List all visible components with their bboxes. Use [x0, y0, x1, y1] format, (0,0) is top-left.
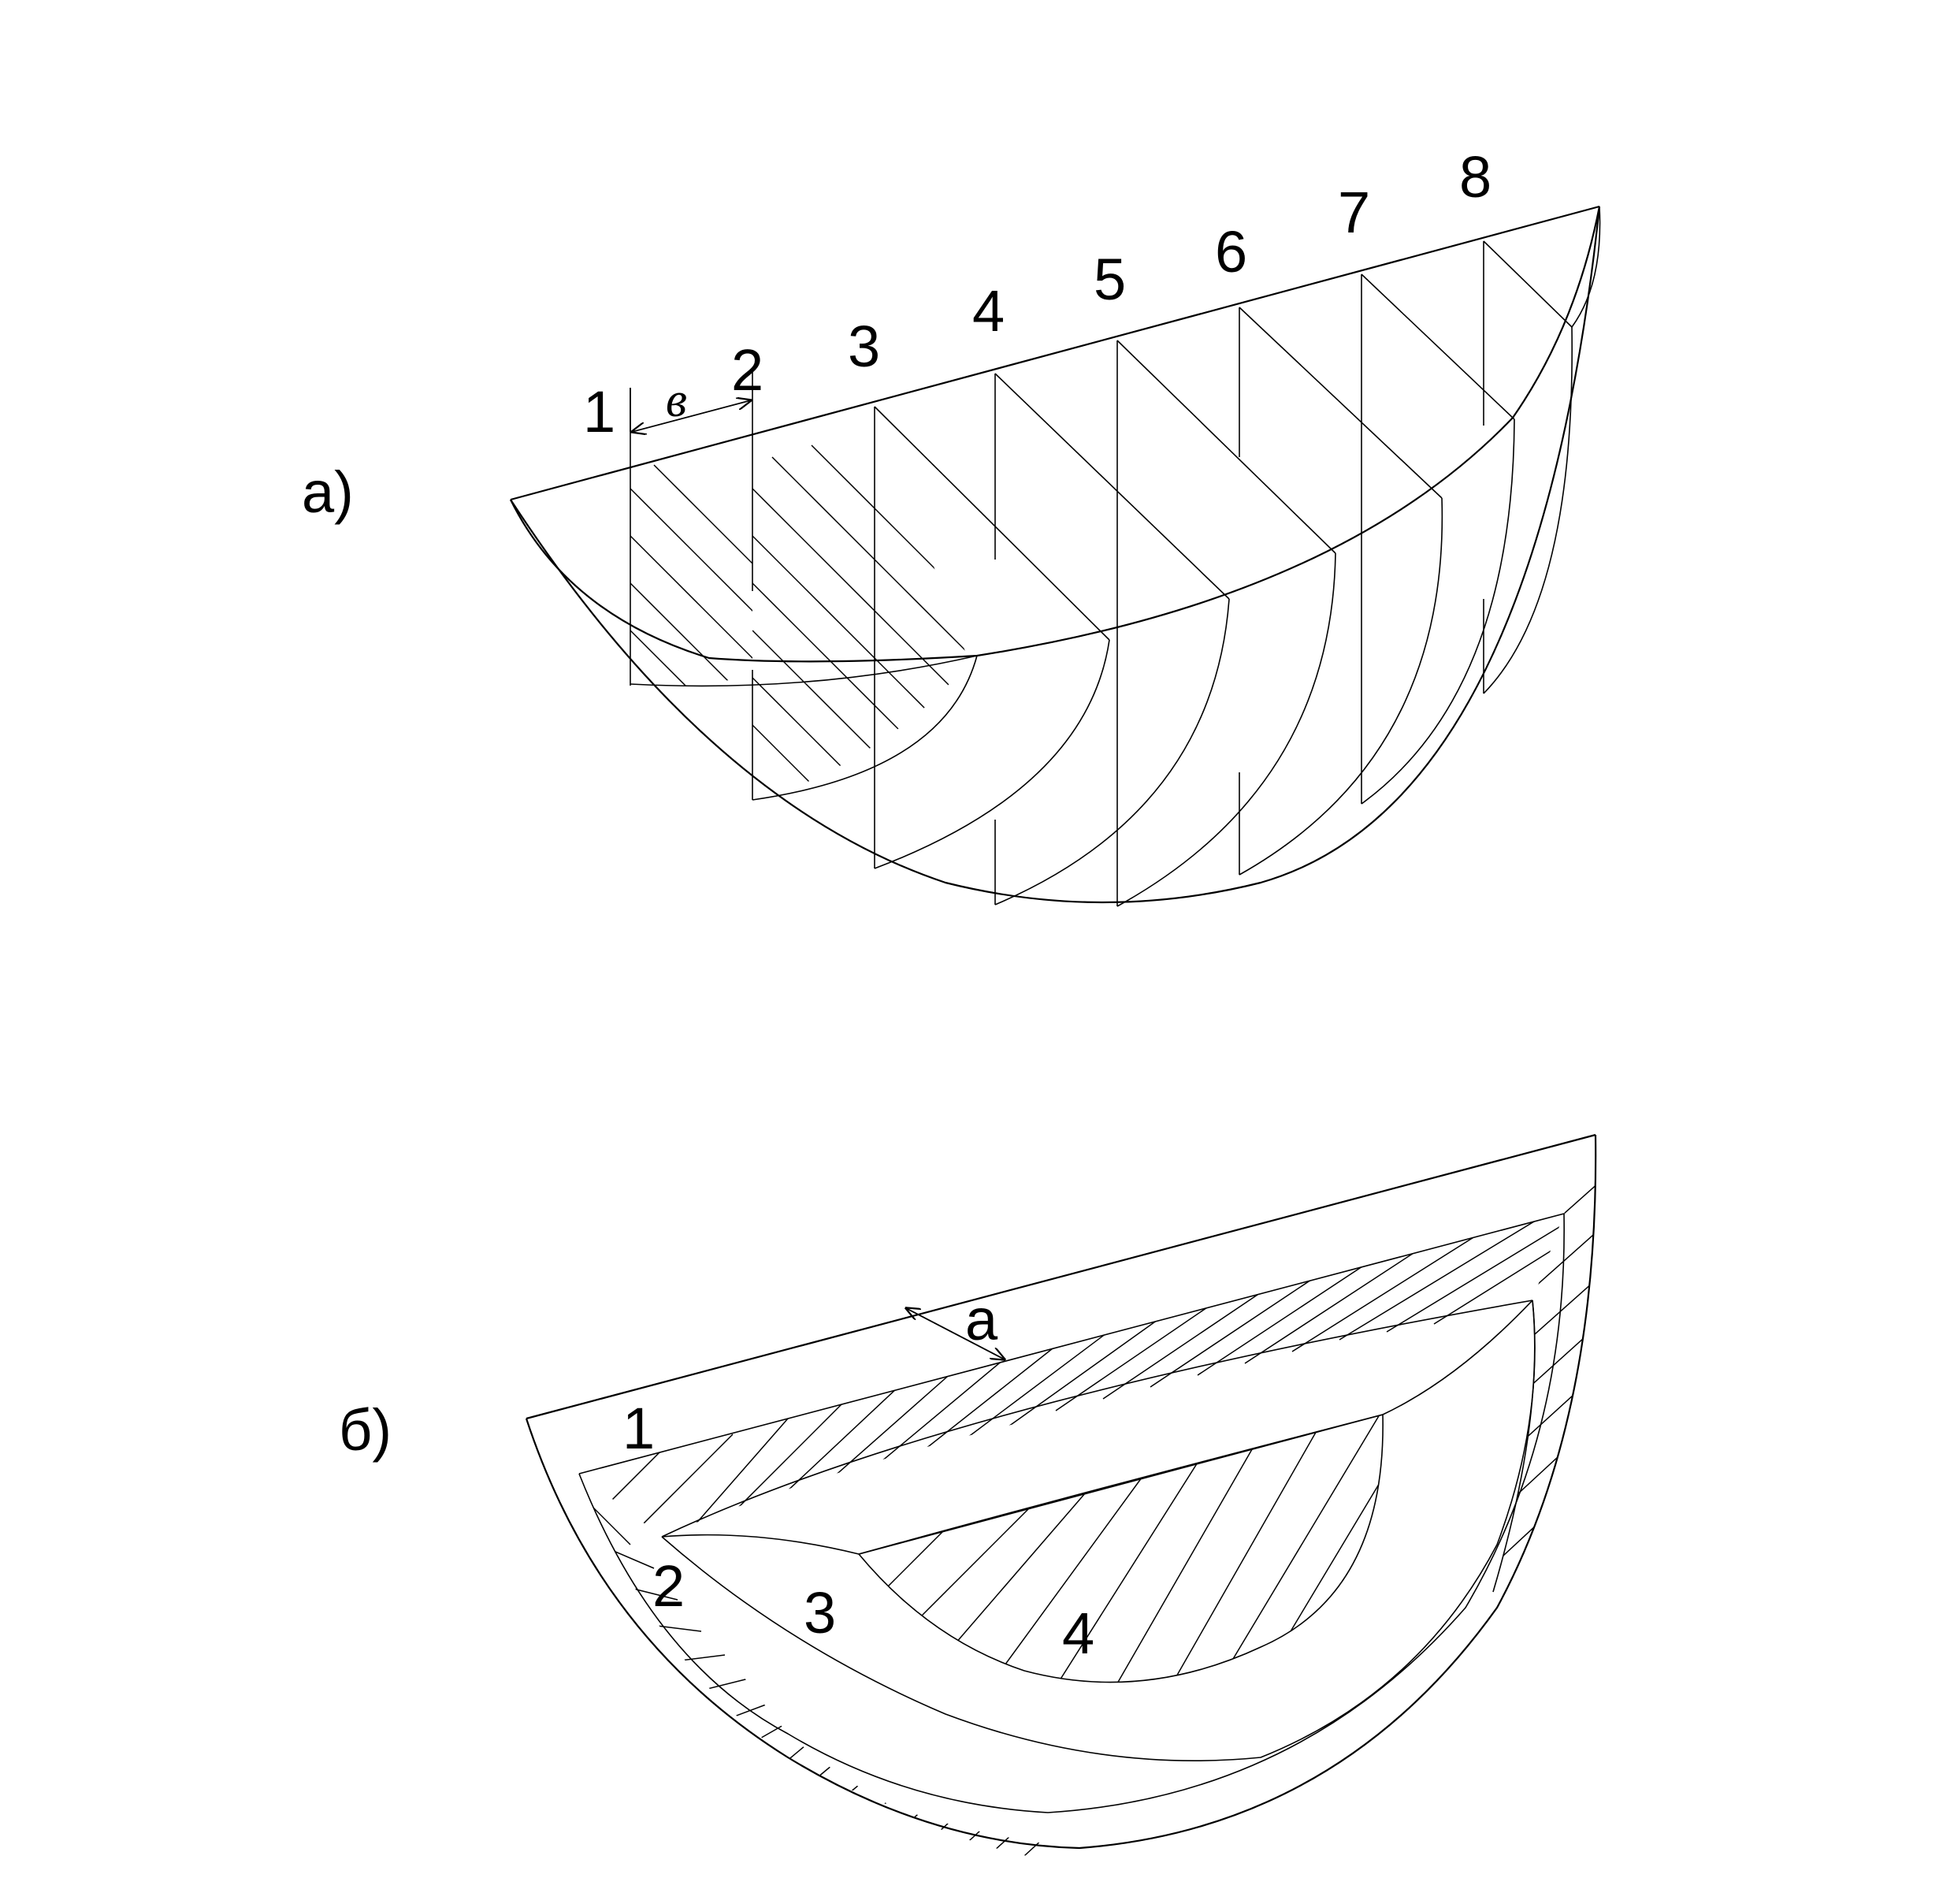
figure-b-hatch-4: [859, 1415, 1384, 1683]
figure-b-zone3-top: [661, 1300, 1533, 1555]
zone-label-4: 4: [1062, 1601, 1094, 1666]
figure-b: б) a 1 2 3 4: [339, 1133, 1597, 1857]
zone-label-2: 2: [652, 1553, 685, 1619]
section-label-5: 5: [1094, 247, 1126, 312]
figure-a-top-edge: [510, 205, 1600, 501]
section-label-8: 8: [1459, 144, 1492, 210]
section-label-1: 1: [583, 379, 615, 444]
figure-b-hatch-2: [582, 1497, 1072, 1857]
section-label-3: 3: [848, 314, 880, 379]
figure-b-outer-curve: [525, 1134, 1597, 1850]
section-label-2: 2: [731, 337, 763, 403]
section-label-6: 6: [1215, 219, 1247, 284]
figure-b-zone3-boundary: [661, 1300, 1536, 1761]
figure-b-caption: б): [339, 1397, 392, 1463]
figure-a-outer-curve: [510, 206, 1601, 904]
figure-b-hatch-right: [1493, 1181, 1596, 1577]
figure-b-zone4: [858, 1414, 1384, 1683]
figure-a-hatch-2: [752, 444, 969, 804]
figure-b-inner-top: [578, 1213, 1565, 1474]
offset-label: a: [965, 1287, 998, 1352]
figure-a-caption: а): [302, 459, 354, 525]
figure-a: а) в 1 2 3 4 5 6 7 8: [302, 144, 1601, 907]
figure-b-top-edge: [526, 1133, 1596, 1420]
section-label-4: 4: [972, 278, 1005, 344]
figure-b-second-curve: [578, 1213, 1565, 1813]
figure-a-section-lines: [630, 241, 1484, 906]
figure-a-diagonals: [874, 240, 1573, 641]
width-label: в: [666, 374, 687, 427]
section-label-7: 7: [1338, 180, 1370, 245]
figure-a-hatch-1: [630, 464, 752, 694]
figure-a-arcs: [630, 206, 1601, 907]
zone-label-3: 3: [804, 1580, 836, 1646]
figure-b-hatch-1: [579, 1214, 1564, 1537]
figure-a-inner-curve: [510, 206, 1601, 663]
zone-label-1: 1: [622, 1396, 655, 1461]
